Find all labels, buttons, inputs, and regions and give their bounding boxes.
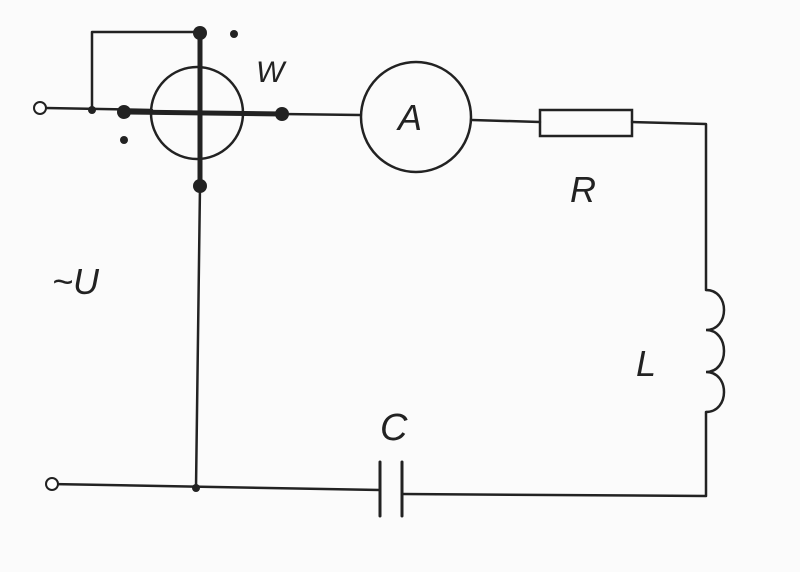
node-wattmeter-top [193,26,207,40]
label-source: ~U [52,261,100,302]
resistor-body [538,108,634,138]
polarity-dot-current [120,136,128,144]
terminal-top [33,101,47,115]
node-wattmeter-left [117,105,131,119]
label-wattmeter: W [256,56,287,89]
wire-input-bottom [48,482,382,492]
node-loop-junction [88,106,96,114]
label-inductor: L [636,343,656,384]
terminal-bottom [45,477,59,491]
label-capacitor: C [380,407,408,449]
wire-vertical-left [194,184,202,490]
node-wattmeter-right [275,107,289,121]
node-wattmeter-bottom [193,179,207,193]
node-bottom-junction [192,484,200,492]
label-resistor: R [570,169,596,210]
wire-a-to-r [470,118,542,124]
wire-w-to-a [280,112,362,117]
label-ammeter: A [396,97,422,138]
wire-l-to-bottom [400,410,708,498]
wire-r-to-corner [630,120,708,292]
polarity-dot-voltage [230,30,238,38]
wattmeter-current-coil [121,109,285,117]
wattmeter-circle [149,65,245,161]
inductor-coil [705,288,726,414]
ammeter-circle [359,60,473,174]
wire-voltage-loop [90,30,202,112]
